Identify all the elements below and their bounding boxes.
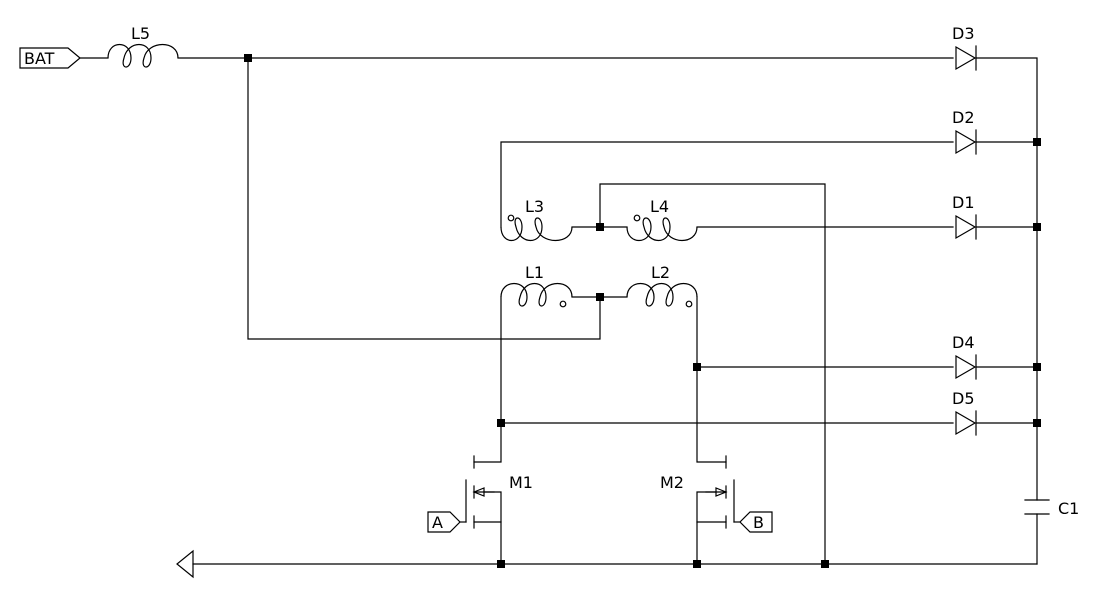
junction-dot	[497, 419, 505, 427]
l5-label: L5	[131, 24, 150, 43]
port-b: B	[733, 511, 773, 533]
junction-dot	[1033, 363, 1041, 371]
diode-d2: D2	[952, 108, 977, 155]
junction-dot	[244, 54, 252, 62]
c1-label: C1	[1058, 499, 1079, 518]
polarity-dot	[559, 300, 567, 308]
inductor-l1: L1	[500, 263, 601, 308]
junction-dots	[244, 54, 1041, 568]
junction-dot	[821, 560, 829, 568]
diode-d3: D3	[952, 24, 977, 71]
diode-d5: D5	[952, 389, 977, 436]
m1-label: M1	[509, 473, 533, 492]
junction-dot	[497, 560, 505, 568]
mosfet-m2: M2	[660, 455, 735, 529]
d4-label: D4	[952, 333, 975, 352]
junction-dot	[1033, 138, 1041, 146]
port-bat-label: BAT	[24, 49, 55, 68]
l2-label: L2	[651, 263, 670, 282]
port-bat: BAT	[19, 47, 81, 69]
port-a: A	[427, 511, 467, 533]
polarity-dot	[633, 214, 641, 222]
inductor-l4: L4	[599, 197, 698, 242]
port-a-label: A	[432, 513, 443, 532]
polarity-dot	[507, 214, 515, 222]
d2-label: D2	[952, 108, 975, 127]
inductor-l2: L2	[599, 263, 698, 308]
ground-symbol	[176, 549, 194, 579]
l4-label: L4	[650, 197, 669, 216]
junction-dot	[1033, 419, 1041, 427]
d5-label: D5	[952, 389, 975, 408]
diode-d4: D4	[952, 333, 977, 380]
port-b-label: B	[753, 513, 764, 532]
polarity-dot	[685, 300, 693, 308]
d1-label: D1	[952, 193, 975, 212]
junction-dot	[1033, 223, 1041, 231]
l1-label: L1	[525, 263, 544, 282]
inductor-l5: L5	[107, 24, 179, 68]
capacitor-c1: C1	[1024, 499, 1079, 518]
junction-dot	[693, 560, 701, 568]
inductor-l3: L3	[500, 197, 601, 242]
l3-label: L3	[525, 197, 544, 216]
wires	[79, 57, 1038, 565]
junction-dot	[693, 363, 701, 371]
mosfet-m1: M1	[465, 455, 533, 529]
diode-d1: D1	[952, 193, 977, 240]
d3-label: D3	[952, 24, 975, 43]
m2-label: M2	[660, 473, 684, 492]
